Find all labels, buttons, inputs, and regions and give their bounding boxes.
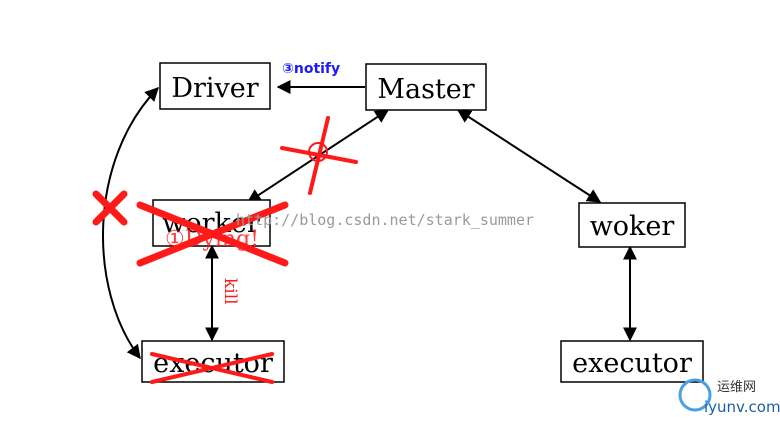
edge-driver-executor-curve — [102, 86, 159, 360]
watermark-url: http://blog.csdn.net/stark_summer — [236, 211, 534, 229]
node-worker-right: woker — [578, 202, 686, 248]
node-executor-left-label: executor — [153, 348, 273, 379]
node-executor-left: executor — [141, 340, 285, 383]
node-driver: Driver — [159, 62, 271, 110]
logo-swirl-icon — [678, 378, 712, 412]
node-master: Master — [365, 63, 487, 111]
cross-worker-left-icon — [136, 201, 289, 267]
cross-master-worker-edge-icon — [280, 116, 358, 195]
node-worker-right-label: woker — [590, 211, 675, 242]
node-executor-right-label: executor — [572, 348, 692, 379]
node-executor-right: executor — [560, 340, 704, 383]
watermark-logo: 运维网 iyunv.com — [678, 378, 780, 416]
watermark-logo-cn: 运维网 — [717, 380, 756, 395]
node-master-label: Master — [377, 74, 474, 105]
edge-master-worker-right — [456, 109, 602, 203]
watermark-logo-url: iyunv.com — [704, 398, 780, 416]
cross-left-curve-icon — [92, 190, 128, 226]
notify-step-number: ③ — [282, 61, 294, 77]
cross-executor-left-icon — [150, 352, 274, 384]
kill-label: kill — [220, 278, 240, 305]
notify-label: notify — [294, 61, 340, 77]
node-driver-label: Driver — [171, 73, 258, 104]
notify-annotation: ③notify — [282, 61, 340, 77]
